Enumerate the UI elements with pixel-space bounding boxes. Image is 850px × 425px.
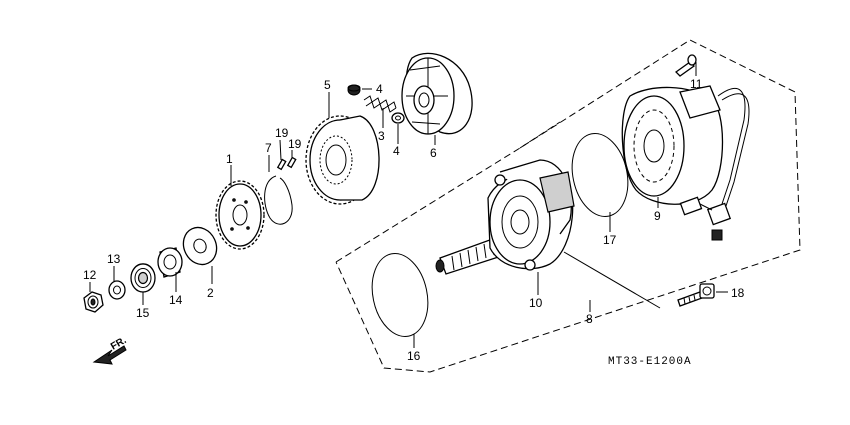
part-cap-4-upper: [347, 84, 361, 96]
part-washer-13: [108, 280, 126, 300]
part-bearing-15: [130, 263, 156, 293]
callout-6: 6: [430, 146, 437, 160]
part-cap-4-lower: [391, 112, 405, 124]
callout-13: 13: [107, 252, 121, 266]
callout-4-upper: 4: [376, 82, 383, 96]
part-collar-14: [157, 247, 183, 278]
callout-18: 18: [731, 286, 745, 300]
callout-11: 11: [690, 77, 703, 91]
callout-1: 1: [226, 152, 233, 166]
callout-14: 14: [169, 293, 183, 307]
callout-19-b: 19: [288, 137, 302, 151]
callout-4-lower: 4: [393, 144, 400, 158]
part-washer-2: [182, 226, 218, 266]
leader-lines: [89, 62, 728, 348]
callout-5: 5: [324, 78, 331, 92]
callout-9: 9: [654, 209, 661, 223]
part-clutch-housing-6: [401, 52, 473, 135]
callout-12: 12: [83, 268, 97, 282]
part-nut-12: [83, 291, 104, 313]
callout-7: 7: [265, 141, 272, 155]
part-spring-3: [363, 95, 397, 113]
diagram-code: MT33-E1200A: [608, 356, 692, 368]
callout-3: 3: [378, 129, 385, 143]
part-screw-11: [674, 54, 697, 77]
part-bolt-18: [677, 283, 715, 307]
assembly-boundary-link: [519, 121, 561, 149]
callout-2: 2: [207, 286, 214, 300]
part-clutch-gear-5: [305, 115, 380, 205]
callout-8: 8: [586, 312, 593, 326]
callout-17: 17: [603, 233, 617, 247]
callout-16: 16: [407, 349, 421, 363]
part-motor-shaft-10: [435, 159, 575, 275]
front-direction-arrow: FR.: [92, 335, 129, 365]
callout-15: 15: [136, 306, 150, 320]
part-snap-ring-7: [264, 175, 293, 225]
part-motor-housing-9: [621, 85, 750, 241]
part-pins-19: [276, 156, 297, 171]
callout-10: 10: [529, 296, 543, 310]
part-sprocket-1: [215, 180, 265, 250]
callout-19-a: 19: [275, 126, 289, 140]
part-o-ring-16: [371, 253, 429, 337]
